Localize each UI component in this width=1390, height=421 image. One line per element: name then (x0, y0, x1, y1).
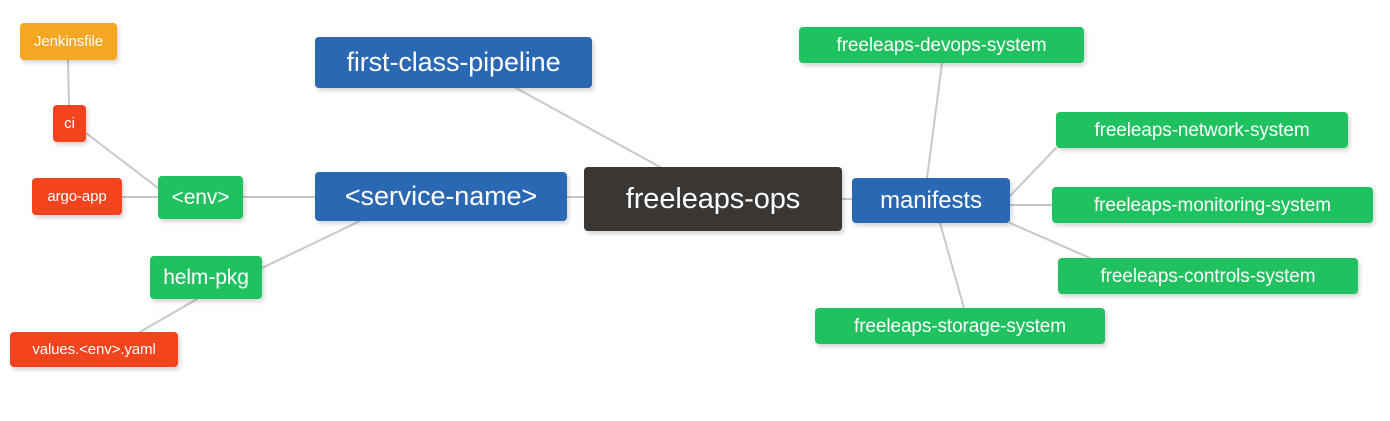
node-network[interactable]: freeleaps-network-system (1056, 112, 1348, 148)
node-argo-app[interactable]: argo-app (32, 178, 122, 215)
edge-e-manifests-storage (939, 222, 965, 309)
node-manifests[interactable]: manifests (852, 178, 1010, 223)
node-jenkinsfile[interactable]: Jenkinsfile (20, 23, 117, 60)
edge-e-manifests-control (1009, 222, 1091, 259)
node-service-name[interactable]: <service-name> (315, 172, 567, 221)
edge-e-manifests-network (1009, 147, 1057, 197)
node-monitoring[interactable]: freeleaps-monitoring-system (1052, 187, 1373, 223)
node-env[interactable]: <env> (158, 176, 243, 219)
node-storage[interactable]: freeleaps-storage-system (815, 308, 1105, 344)
edge-e-jenkinsfile-ci (67, 59, 70, 106)
node-ci[interactable]: ci (53, 105, 86, 142)
edge-e-helm-service (261, 220, 361, 269)
node-helm-pkg[interactable]: helm-pkg (150, 256, 262, 299)
node-pipeline[interactable]: first-class-pipeline (315, 37, 592, 88)
node-controls[interactable]: freeleaps-controls-system (1058, 258, 1358, 294)
edge-e-values-helm (139, 298, 198, 333)
edge-e-pipeline-ops (515, 87, 661, 168)
node-devops[interactable]: freeleaps-devops-system (799, 27, 1084, 63)
edge-e-manifests-devops (926, 62, 943, 179)
node-freeleaps-ops[interactable]: freeleaps-ops (584, 167, 842, 231)
node-values-yaml[interactable]: values.<env>.yaml (10, 332, 178, 367)
